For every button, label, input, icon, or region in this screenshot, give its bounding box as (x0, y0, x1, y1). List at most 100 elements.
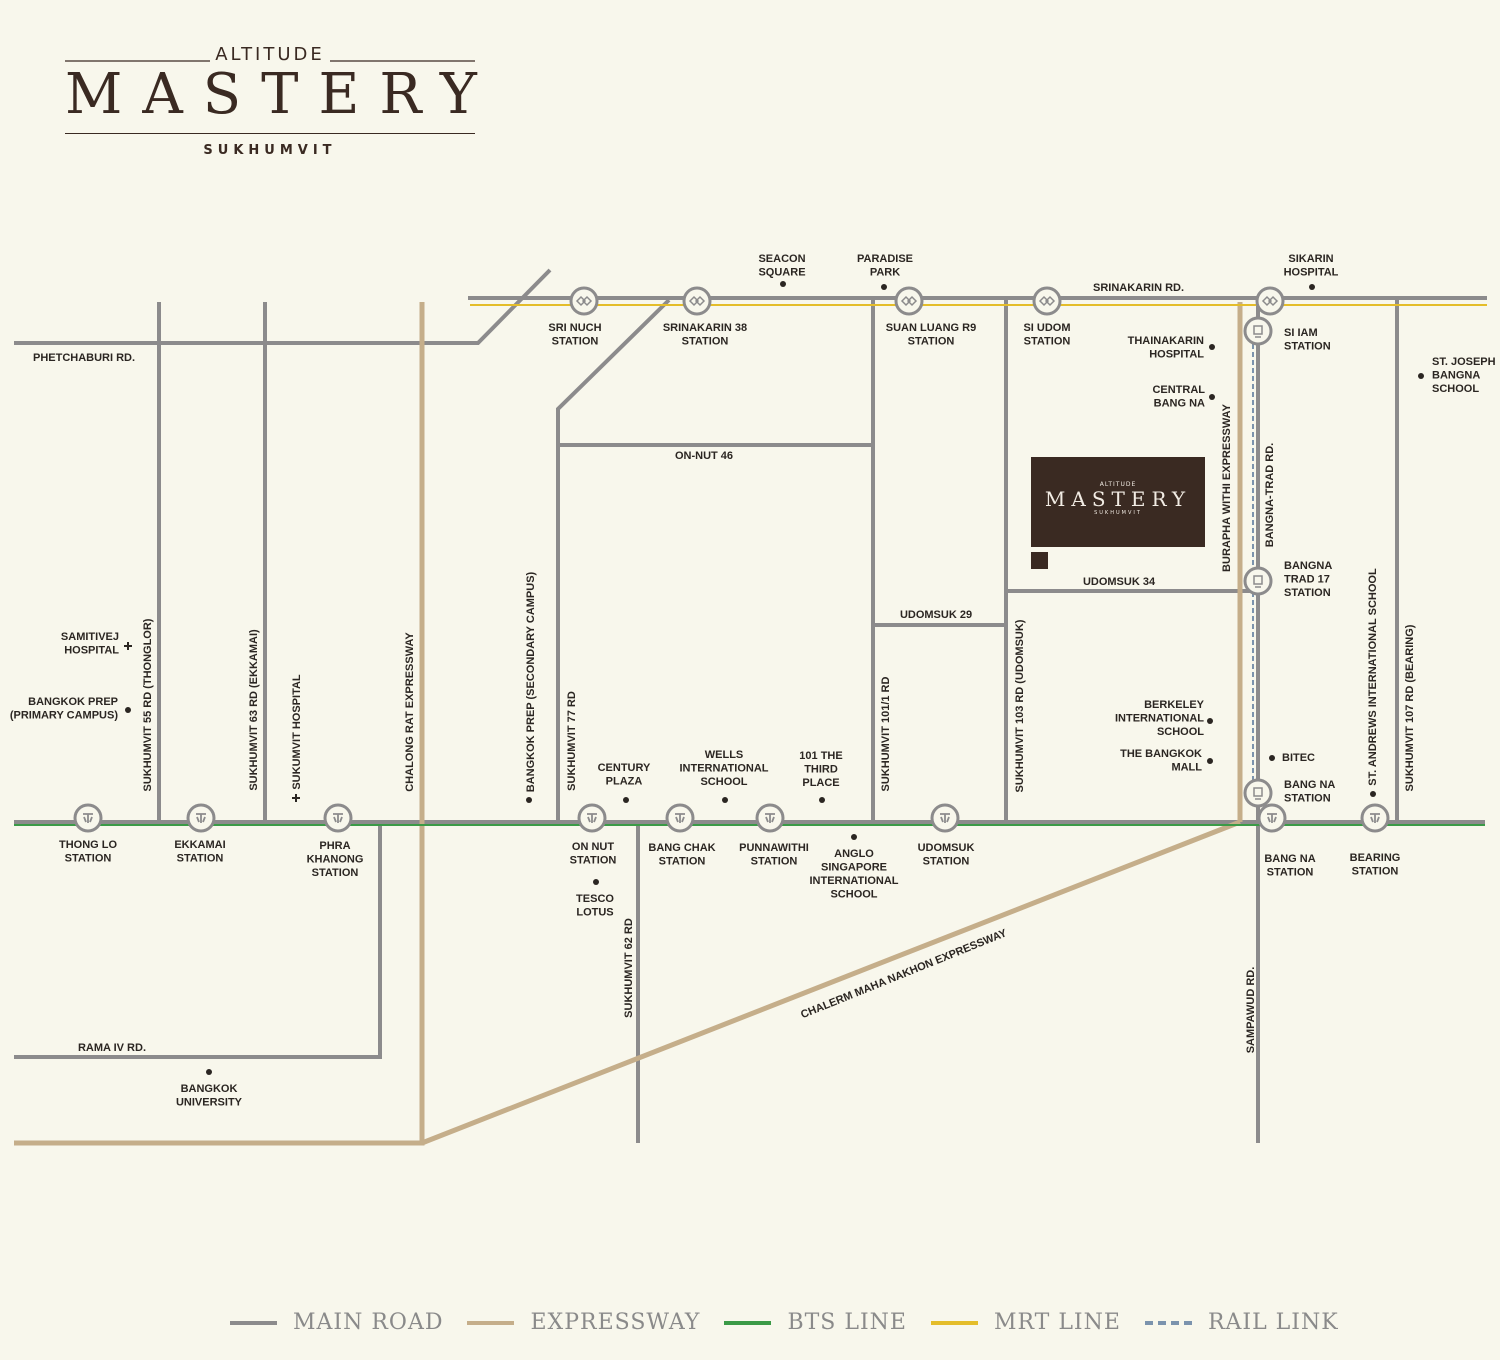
station-ring (1243, 316, 1273, 346)
rail-label-bangnatrad17-line: STATION (1284, 587, 1331, 599)
bts-station-icon (83, 813, 93, 823)
road-label-chalong-rat: CHALONG RAT EXPRESSWAY (404, 632, 416, 792)
bts-label-bearing-line: BEARING (1350, 852, 1401, 864)
legend-swatch (1144, 1320, 1192, 1325)
road-label-bangna-trad: BANGNA-TRAD RD. (1264, 443, 1276, 548)
project-sukhumvit: SUKHUMVIT (1094, 510, 1142, 516)
landmark-label-standrews-line: ST. ANDREWS INTERNATIONAL SCHOOL (1367, 568, 1379, 786)
landmark-label-bkkprep_primary: BANGKOK PREP(PRIMARY CAMPUS) (10, 696, 119, 722)
legend-swatch (467, 1320, 515, 1325)
project-mastery: MASTERY (1044, 487, 1192, 511)
rail-label-bangnatrad17-line: BANGNA (1284, 560, 1332, 572)
station-ring (1243, 566, 1273, 596)
landmark-label-sikarin-line: HOSPITAL (1284, 267, 1339, 279)
rail-label-siiam-line: SI IAM (1284, 327, 1318, 339)
phetchaburi-road (14, 268, 552, 345)
landmark-marker-bkkprep_primary (125, 707, 131, 713)
rail-label-siiam-line: STATION (1284, 341, 1331, 353)
landmark-label-anglo-line: INTERNATIONAL (809, 875, 898, 887)
landmark-label-anglo-line: SINGAPORE (821, 862, 887, 874)
road-label-soi55: SUKHUMVIT 55 RD (THONGLOR) (142, 618, 154, 791)
bts-station-icon (940, 813, 950, 823)
bts-label-bangna-line: STATION (1267, 867, 1314, 879)
landmark-label-paradise-line: PARADISE (857, 253, 913, 265)
landmark-label-bkk_university-line: BANGKOK (181, 1083, 238, 1095)
bts-station-ekkamai (186, 803, 216, 833)
landmark-marker-thainakarin (1209, 344, 1215, 350)
road-label-soi107: SUKHUMVIT 107 RD (BEARING) (1404, 624, 1416, 791)
road-label-soi77: SUKHUMVIT 77 RD (566, 691, 578, 791)
bts-label-bangna-line: BANG NA (1264, 853, 1315, 865)
bts-label-bangchak-line: STATION (659, 856, 706, 868)
landmark-marker-bitec (1269, 755, 1275, 761)
mrt-station-srinakarin38 (682, 286, 712, 316)
landmark-label-stjoseph-line: ST. JOSEPH (1432, 356, 1496, 368)
mrt-station-icon (575, 295, 593, 307)
bts-label-phrakhanong-line: KHANONG (307, 854, 364, 866)
landmark-label-thainakarin-line: THAINAKARIN (1128, 335, 1204, 347)
bts-station-icon (765, 813, 775, 823)
legend-rail-link: RAIL LINK (1144, 1310, 1339, 1335)
landmark-label-bkkprep_primary-line: (PRIMARY CAMPUS) (10, 710, 119, 722)
bts-label-punnawithi-line: PUNNAWITHI (739, 842, 809, 854)
landmark-label-bitec: BITEC (1282, 752, 1315, 764)
landmark-label-standrews: ST. ANDREWS INTERNATIONAL SCHOOL (1367, 568, 1379, 786)
landmark-label-tesco-line: LOTUS (576, 907, 613, 919)
landmark-marker-seacon (780, 281, 786, 287)
chalerm-expressway (421, 819, 1241, 1146)
legend-label: BTS LINE (787, 1310, 907, 1335)
legend-swatch (930, 1320, 978, 1325)
road-label-udomsuk29: UDOMSUK 29 (900, 609, 972, 621)
mrt-station-icon (1261, 295, 1279, 307)
bts-label-thonglo-line: THONG LO (59, 839, 117, 851)
road-label-srinakarin: SRINAKARIN RD. (1093, 282, 1184, 294)
landmark-label-berkeley-line: BERKELEY (1144, 699, 1205, 711)
road-label-phetchaburi: PHETCHABURI RD. (33, 352, 135, 364)
road-label-soi101-1-line: SUKHUMVIT 101/1 RD (880, 676, 892, 791)
landmark-label-bangkokmall-line: MALL (1171, 762, 1202, 774)
logo-divider (65, 133, 475, 134)
road-label-chalong-rat-line: CHALONG RAT EXPRESSWAY (404, 632, 416, 792)
rail-label-bangnatrad17-line: TRAD 17 (1284, 574, 1330, 586)
project-site-marker[interactable] (1031, 552, 1048, 569)
landmark-marker-paradise (881, 284, 887, 290)
rail-station-icon (1253, 575, 1263, 588)
logo-mastery: MASTERY (65, 62, 497, 127)
landmark-marker-thirdplace (819, 797, 825, 803)
landmark-marker-bkkprep_secondary (526, 797, 532, 803)
project-altitude: ALTITUDE (1099, 481, 1137, 488)
legend-bts-line: BTS LINE (724, 1310, 907, 1335)
road-label-srinakarin-line: SRINAKARIN RD. (1093, 282, 1184, 294)
road-label-rama-iv-line: RAMA IV RD. (78, 1042, 146, 1054)
bts-station-thonglo (73, 803, 103, 833)
rail-label-bangna_rail-line: STATION (1284, 793, 1331, 805)
landmark-label-stjoseph-line: BANGNA (1432, 370, 1480, 382)
road-label-soi107-line: SUKHUMVIT 107 RD (BEARING) (1404, 624, 1416, 791)
landmark-label-bangkokmall-line: THE BANGKOK (1120, 748, 1202, 760)
legend-label: MRT LINE (993, 1310, 1121, 1335)
bts-station-bearing (1360, 803, 1390, 833)
landmark-marker-sukumvit_hospital (292, 794, 300, 802)
roads-layer (14, 268, 1487, 1146)
landmark-label-tesco-line: TESCO (576, 893, 614, 905)
bts-label-udomsuk-line: STATION (923, 856, 970, 868)
project-location-badge[interactable]: ALTITUDE MASTERY SUKHUMVIT (1031, 457, 1205, 547)
landmark-marker-berkeley (1207, 718, 1213, 724)
landmark-label-anglo-line: SCHOOL (830, 889, 877, 901)
road-label-soi103-line: SUKHUMVIT 103 RD (UDOMSUK) (1014, 619, 1026, 792)
bts-station-punnawithi (755, 803, 785, 833)
legend-swatch (230, 1320, 277, 1325)
road-label-soi77-line: SUKHUMVIT 77 RD (566, 691, 578, 791)
bts-label-ekkamai-line: STATION (177, 853, 224, 865)
mrt-label-siudom-line: SI UDOM (1023, 322, 1070, 334)
landmark-label-thirdplace-line: 101 THE (799, 750, 842, 762)
